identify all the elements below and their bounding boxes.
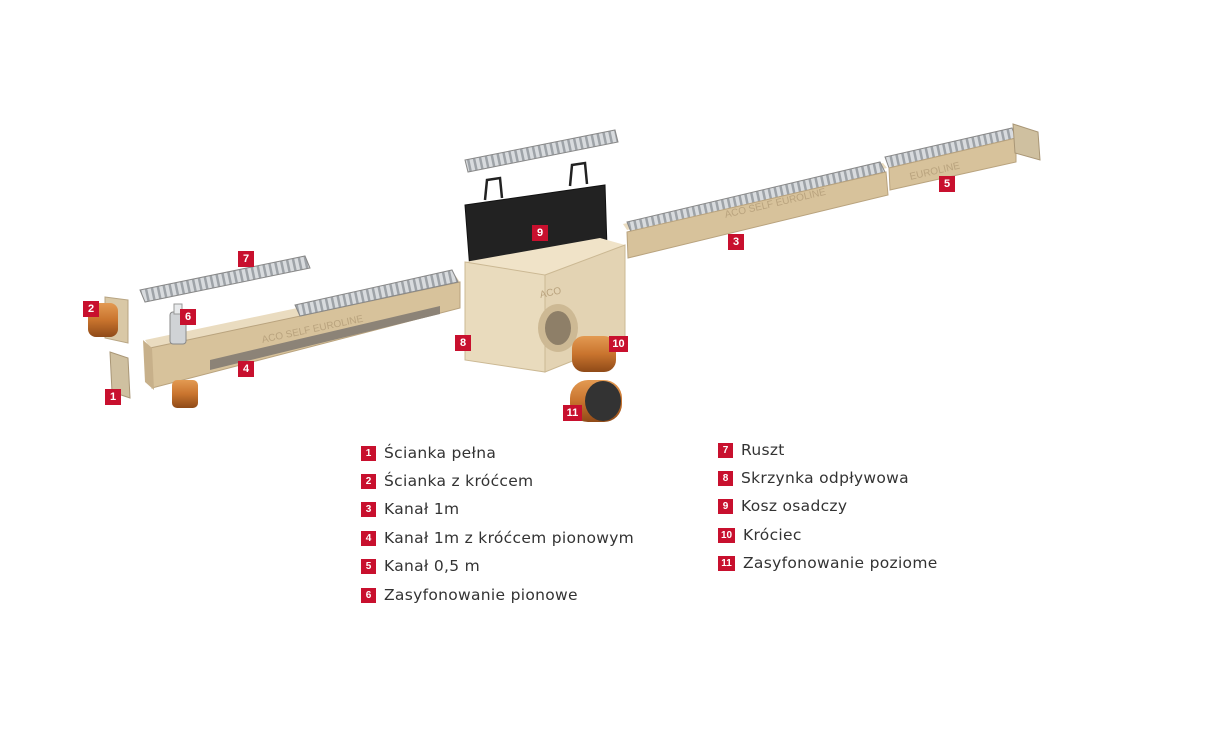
box-8-top xyxy=(465,238,625,275)
legend-item: 1 Ścianka pełna xyxy=(361,443,496,463)
legend-badge: 3 xyxy=(361,501,376,517)
legend-badge: 6 xyxy=(361,587,376,603)
callout-badge-11: 11 xyxy=(563,405,582,421)
callout-badge-7: 7 xyxy=(238,251,254,267)
channel-4-end xyxy=(143,340,154,390)
legend-item: 9 Kosz osadczy xyxy=(718,496,847,516)
legend-label: Kanał 1m z króćcem pionowym xyxy=(384,529,635,547)
channel-4-slot xyxy=(210,306,440,370)
legend-item: 4 Kanał 1m z króćcem pionowym xyxy=(361,528,634,548)
callout-badge-8: 8 xyxy=(455,335,471,351)
callout-badge-4: 4 xyxy=(238,361,254,377)
callout-badge-2: 2 xyxy=(83,301,99,317)
legend-item: 3 Kanał 1m xyxy=(361,499,459,519)
legend-item: 5 Kanał 0,5 m xyxy=(361,556,480,576)
end-cap-right xyxy=(1012,123,1041,161)
legend-label: Zasyfonowanie poziome xyxy=(743,554,938,572)
legend-item: 7 Ruszt xyxy=(718,440,785,460)
channel-4-grate xyxy=(294,269,459,317)
legend-item: 8 Skrzynka odpływowa xyxy=(718,468,909,488)
legend-badge: 8 xyxy=(718,470,733,486)
grate-top xyxy=(464,129,619,173)
legend-badge: 2 xyxy=(361,473,376,489)
legend-label: Kanał 0,5 m xyxy=(384,557,481,575)
legend-badge: 11 xyxy=(718,555,735,571)
pipe-4 xyxy=(172,380,198,408)
legend-label: Kosz osadczy xyxy=(741,497,848,515)
grate-7 xyxy=(139,255,311,303)
callout-badge-9: 9 xyxy=(532,225,548,241)
legend-item: 6 Zasyfonowanie pionowe xyxy=(361,585,578,605)
pipe-10 xyxy=(572,336,616,372)
legend-badge: 9 xyxy=(718,498,733,514)
legend-item: 10 Króciec xyxy=(718,525,802,545)
legend-item: 2 Ścianka z króćcem xyxy=(361,471,533,491)
legend-label: Ruszt xyxy=(741,441,785,459)
callout-badge-1: 1 xyxy=(105,389,121,405)
channel-5-front xyxy=(888,137,1017,191)
legend-item: 11 Zasyfonowanie poziome xyxy=(718,553,938,573)
channel-3-front xyxy=(626,171,889,259)
legend-label: Kanał 1m xyxy=(384,500,460,518)
legend-badge: 10 xyxy=(718,527,735,543)
legend-label: Ścianka pełna xyxy=(384,444,497,462)
callout-badge-6: 6 xyxy=(180,309,196,325)
legend-label: Króciec xyxy=(743,526,802,544)
callout-badge-3: 3 xyxy=(728,234,744,250)
box-8-front xyxy=(464,261,546,373)
legend-badge: 5 xyxy=(361,558,376,574)
legend-badge: 1 xyxy=(361,445,376,461)
legend-label: Skrzynka odpływowa xyxy=(741,469,909,487)
legend-badge: 7 xyxy=(718,442,733,458)
legend-label: Zasyfonowanie pionowe xyxy=(384,586,578,604)
callout-badge-10: 10 xyxy=(609,336,628,352)
callout-badge-5: 5 xyxy=(939,176,955,192)
legend-badge: 4 xyxy=(361,530,376,546)
legend-label: Ścianka z króćcem xyxy=(384,472,534,490)
end-cap-1 xyxy=(109,351,131,399)
